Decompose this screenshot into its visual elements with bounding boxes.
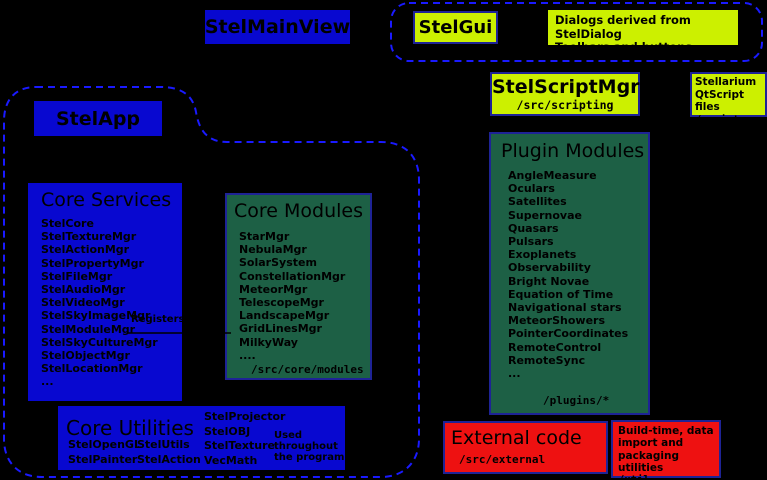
- scripts-note-path: /scripts: [695, 113, 746, 126]
- stelgui-box: StelGui: [413, 11, 498, 44]
- scripts-note-box: Stellarium QtScript files /scripts: [690, 72, 767, 126]
- stelapp-box: StelApp: [34, 101, 162, 136]
- plugin-modules-title: Plugin Modules: [501, 140, 645, 162]
- core-modules-box: Core Modules StarMgr NebulaMgr SolarSyst…: [225, 193, 372, 380]
- util-note-box: Build-time, data import and packaging ut…: [611, 420, 721, 480]
- core-modules-path: /src/core/modules: [251, 363, 364, 377]
- scripts-note-text: Stellarium QtScript files: [695, 76, 757, 113]
- core-utilities-box: Core Utilities StelOpenGL StelPainter St…: [58, 406, 345, 470]
- stelscriptmgr-label: StelScriptMgr: [492, 76, 640, 98]
- stelmainview-box: StelMainView: [205, 10, 350, 44]
- external-code-path: /src/external: [459, 453, 546, 466]
- core-services-box: Core Services StelCore StelTextureMgr St…: [28, 183, 182, 401]
- plugin-modules-box: Plugin Modules AngleMeasure Oculars Sate…: [489, 132, 650, 415]
- stelmainview-label: StelMainView: [204, 16, 351, 38]
- core-utilities-note: Used throughout the program: [274, 430, 345, 463]
- plugin-modules-path: /plugins/*: [543, 394, 610, 408]
- core-modules-items: StarMgr NebulaMgr SolarSystem Constellat…: [239, 230, 346, 362]
- util-note-text: Build-time, data import and packaging ut…: [618, 425, 714, 474]
- core-modules-title: Core Modules: [233, 200, 363, 222]
- core-services-items: StelCore StelTextureMgr StelActionMgr St…: [41, 217, 158, 389]
- plugin-modules-items: AngleMeasure Oculars Satellites Supernov…: [508, 169, 629, 381]
- stelscriptmgr-path: /src/scripting: [516, 98, 614, 112]
- util-note-path: /util: [618, 474, 714, 480]
- stelgui-note-box: Dialogs derived from StelDialog Toolbars…: [548, 10, 738, 54]
- core-utilities-col1: StelOpenGL StelPainter: [68, 438, 141, 466]
- external-code-title: External code: [451, 427, 582, 449]
- external-code-box: External code /src/external: [443, 421, 608, 474]
- registers-arrow-label: Registers and: [131, 314, 209, 325]
- stelgui-label: StelGui: [418, 17, 493, 38]
- core-services-title: Core Services: [41, 189, 172, 211]
- stelscriptmgr-box: StelScriptMgr /src/scripting: [490, 72, 640, 116]
- core-utilities-col2: StelUtils StelAction: [137, 438, 201, 466]
- core-utilities-title: Core Utilities: [66, 416, 194, 440]
- stelapp-label: StelApp: [55, 107, 141, 130]
